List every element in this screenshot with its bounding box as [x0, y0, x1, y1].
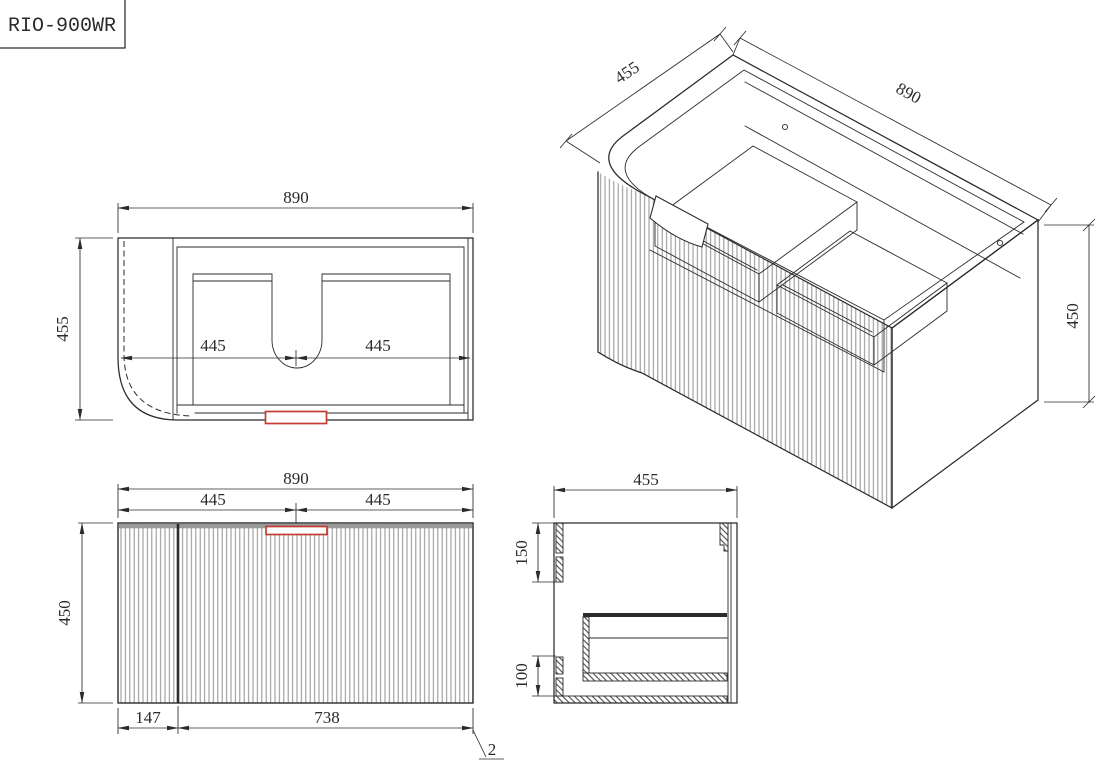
iso-screw-hole-left — [781, 123, 789, 131]
iso-drawer-box-right — [776, 230, 948, 366]
front-dim-ext-bottom — [117, 706, 474, 734]
section-dim-ext-top-rail — [532, 522, 556, 583]
model-number: RIO-900WR — [8, 15, 116, 38]
front-edge-leader — [472, 729, 504, 760]
section-drawer-back — [582, 616, 590, 674]
plan-dim-depth: 455 — [53, 316, 72, 342]
iso-top-rim-outer — [608, 54, 1040, 329]
iso-dim-height: 450 — [1063, 303, 1082, 329]
plan-drawer-boxes — [192, 273, 451, 406]
iso-dim-line-height — [1082, 218, 1096, 409]
section-top-rail-lower — [555, 556, 564, 583]
section-front-panel — [727, 522, 732, 704]
section-drawer-top-edge — [583, 613, 727, 617]
section-dim-bottom-rail: 100 — [512, 663, 531, 689]
front-view: 890 445 445 450 147 738 2 — [55, 469, 504, 760]
front-dim-drawer: 738 — [314, 708, 340, 727]
plan-hidden-curve — [123, 241, 193, 417]
iso-dim-depth: 455 — [611, 57, 643, 87]
plan-handle-highlight — [264, 410, 328, 425]
front-dim-ext-top — [117, 484, 474, 523]
section-dim-top-rail: 150 — [512, 540, 531, 566]
section-bottom-rail-lower — [555, 677, 564, 697]
iso-back-panel-lines — [744, 81, 1024, 279]
plan-dim-ext-depth — [75, 237, 113, 421]
section-view: 455 150 100 — [512, 470, 738, 704]
plan-dim-width: 890 — [283, 188, 309, 207]
iso-fluted-front-face — [598, 172, 892, 508]
iso-dim-width: 890 — [893, 79, 924, 108]
section-drawer-bottom — [582, 672, 728, 682]
isometric-view: 455 890 450 — [559, 26, 1096, 510]
plan-dim-half-left: 445 — [200, 336, 226, 355]
front-edge-note: 2 — [488, 740, 497, 759]
section-dim-ext-bottom-rail — [532, 655, 556, 697]
section-bottom-rail-upper — [555, 656, 564, 675]
iso-dim-line-width — [733, 30, 1058, 213]
iso-floor-junction — [649, 249, 885, 373]
section-dim-depth: 455 — [633, 470, 659, 489]
front-dim-half-right: 445 — [365, 490, 391, 509]
section-cabinet-bottom — [553, 695, 728, 704]
section-top-rail-upper — [555, 522, 564, 554]
iso-drawer-box-left — [654, 145, 858, 303]
section-dim-ext-depth — [553, 486, 738, 518]
iso-dim-line-depth — [559, 26, 727, 149]
front-dim-width: 890 — [283, 469, 309, 488]
plan-dim-half-right: 445 — [365, 336, 391, 355]
front-dim-height: 450 — [55, 600, 74, 626]
front-dim-panel: 147 — [135, 708, 161, 727]
front-handle-highlight — [265, 525, 328, 536]
plan-carcass-lines — [172, 237, 469, 421]
iso-dim-ext-height — [1044, 224, 1094, 403]
plan-view: 890 455 445 445 — [53, 188, 474, 425]
plan-basin-cutout — [271, 273, 323, 369]
plan-dim-ext-width — [117, 203, 474, 233]
plan-outline — [117, 237, 474, 421]
iso-dim-ext-width — [732, 37, 1052, 223]
iso-screw-hole-right — [996, 239, 1004, 247]
front-dim-half-left: 445 — [200, 490, 226, 509]
front-dim-ext-height — [78, 522, 113, 704]
iso-handle-recess — [649, 195, 709, 248]
section-front-top-rail — [719, 522, 729, 552]
front-fluted-face — [117, 522, 474, 704]
iso-dim-ext-depth — [565, 33, 734, 164]
title-block: RIO-900WR — [0, 0, 126, 49]
title-block-border — [0, 0, 126, 49]
